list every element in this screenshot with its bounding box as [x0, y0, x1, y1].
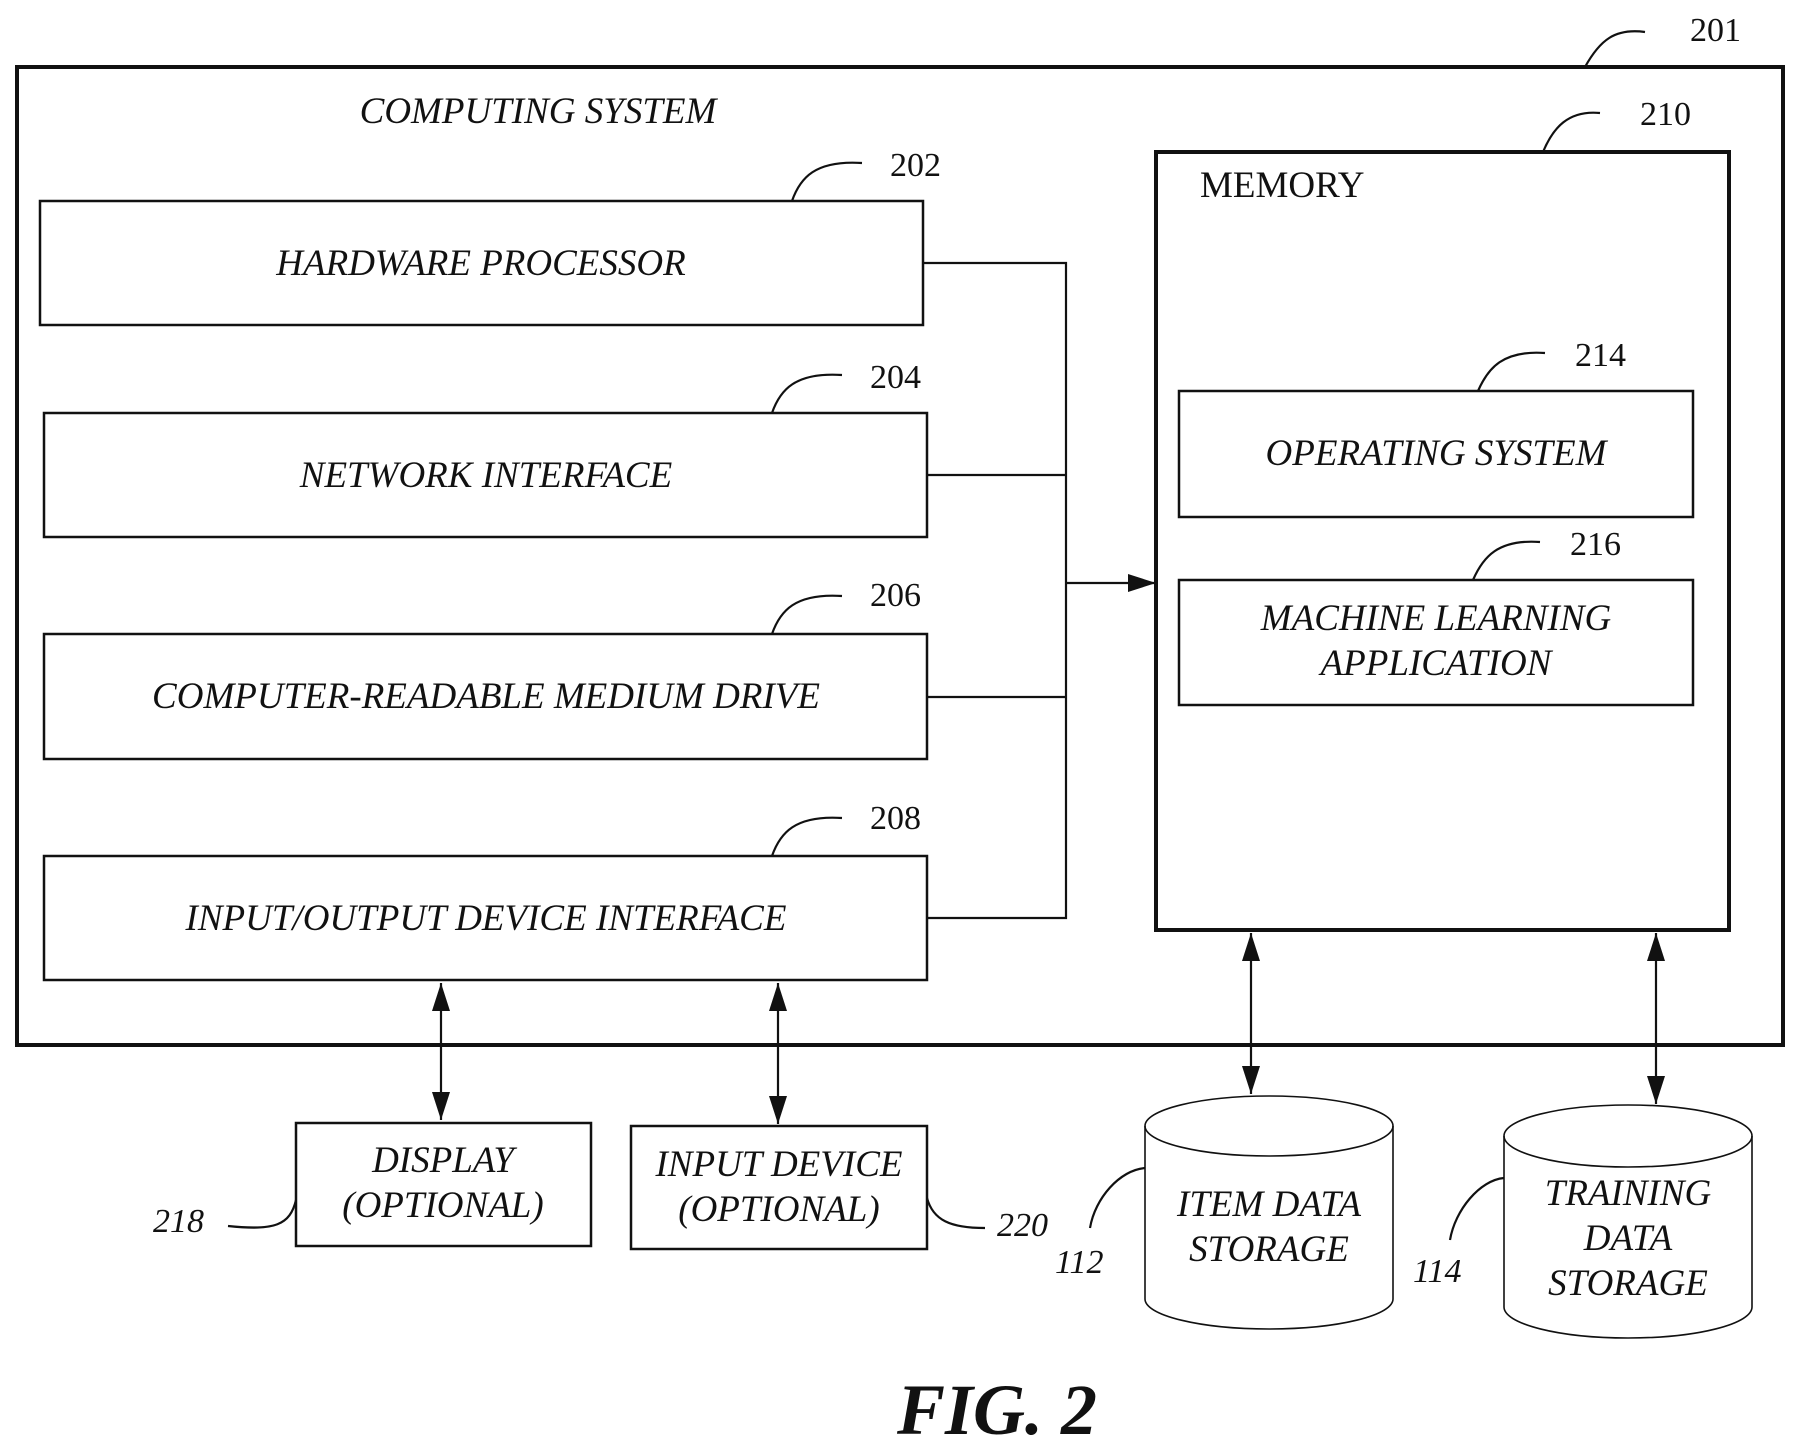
training-storage-label-line1: TRAINING [1545, 1173, 1712, 1214]
network-interface-block: NETWORK INTERFACE 204 [42, 359, 929, 539]
input-device-label-line1: INPUT DEVICE [654, 1144, 902, 1185]
display-block: DISPLAY (OPTIONAL) 218 [153, 1121, 593, 1248]
computing-system-box [15, 65, 1785, 1047]
ref-204: 204 [870, 359, 921, 396]
memory-label: MEMORY [1200, 165, 1364, 206]
ref-leader-114 [1448, 1176, 1505, 1241]
display-box [294, 1121, 593, 1248]
item-storage-top [1144, 1095, 1394, 1157]
crm-drive-block: COMPUTER-READABLE MEDIUM DRIVE 206 [42, 577, 929, 761]
ref-114: 114 [1413, 1253, 1461, 1290]
ref-216: 216 [1570, 526, 1621, 563]
hardware-processor-block: HARDWARE PROCESSOR 202 [38, 147, 941, 327]
io-interface-block: INPUT/OUTPUT DEVICE INTERFACE 208 [42, 800, 929, 982]
ref-220: 220 [997, 1207, 1048, 1244]
training-data-storage-cylinder: TRAINING DATA STORAGE 114 [1413, 1104, 1753, 1339]
input-device-block: INPUT DEVICE (OPTIONAL) 220 [629, 1124, 1048, 1251]
ml-application-label-line2: APPLICATION [1318, 643, 1554, 684]
ref-leader-210 [1541, 111, 1601, 153]
ref-leader-220 [925, 1197, 986, 1230]
network-interface-box [42, 411, 929, 539]
ref-112: 112 [1055, 1244, 1103, 1281]
memory-box [1154, 150, 1731, 932]
ref-leader-214 [1476, 351, 1546, 392]
computing-system-label: COMPUTING SYSTEM [360, 91, 719, 132]
item-storage-label-line2: STORAGE [1189, 1229, 1349, 1270]
ref-214: 214 [1575, 337, 1626, 374]
memory-block: MEMORY 210 OPERATING SYSTEM 214 MACHINE … [1154, 96, 1731, 932]
ref-leader-216 [1471, 540, 1541, 581]
ref-208: 208 [870, 800, 921, 837]
ref-leader-208 [770, 816, 843, 857]
input-device-box [629, 1124, 929, 1251]
crm-drive-label: COMPUTER-READABLE MEDIUM DRIVE [152, 676, 820, 717]
item-storage-label-line1: ITEM DATA [1176, 1184, 1361, 1225]
input-device-label-line2: (OPTIONAL) [678, 1189, 879, 1230]
ref-leader-218 [227, 1199, 298, 1229]
ref-201: 201 [1690, 12, 1741, 49]
ref-218: 218 [153, 1203, 204, 1240]
io-interface-label: INPUT/OUTPUT DEVICE INTERFACE [185, 898, 787, 939]
item-storage-body [1144, 1126, 1394, 1330]
ref-leader-206 [770, 594, 843, 635]
training-storage-label-line3: STORAGE [1548, 1263, 1708, 1304]
operating-system-box [1177, 389, 1695, 519]
item-data-storage-cylinder: ITEM DATA STORAGE 112 [1055, 1095, 1394, 1330]
hardware-processor-box [38, 199, 925, 327]
display-label-line1: DISPLAY [371, 1140, 517, 1181]
figure-caption: FIG. 2 [896, 1370, 1097, 1450]
hardware-processor-label: HARDWARE PROCESSOR [275, 243, 685, 284]
ml-application-box [1177, 578, 1695, 707]
training-storage-body [1503, 1136, 1753, 1339]
training-storage-label-line2: DATA [1583, 1218, 1673, 1259]
ref-leader-202 [790, 161, 863, 202]
ref-202: 202 [890, 147, 941, 184]
io-interface-box [42, 854, 929, 982]
training-storage-top [1503, 1104, 1753, 1168]
ref-206: 206 [870, 577, 921, 614]
display-label-line2: (OPTIONAL) [342, 1185, 543, 1226]
ref-210: 210 [1640, 96, 1691, 133]
ref-leader-201 [1584, 30, 1646, 68]
operating-system-label: OPERATING SYSTEM [1266, 433, 1609, 474]
bus-line [923, 261, 1068, 920]
ref-leader-112 [1088, 1166, 1146, 1229]
ml-application-label-line1: MACHINE LEARNING [1260, 598, 1611, 639]
network-interface-label: NETWORK INTERFACE [299, 455, 672, 496]
ref-leader-204 [770, 373, 843, 414]
